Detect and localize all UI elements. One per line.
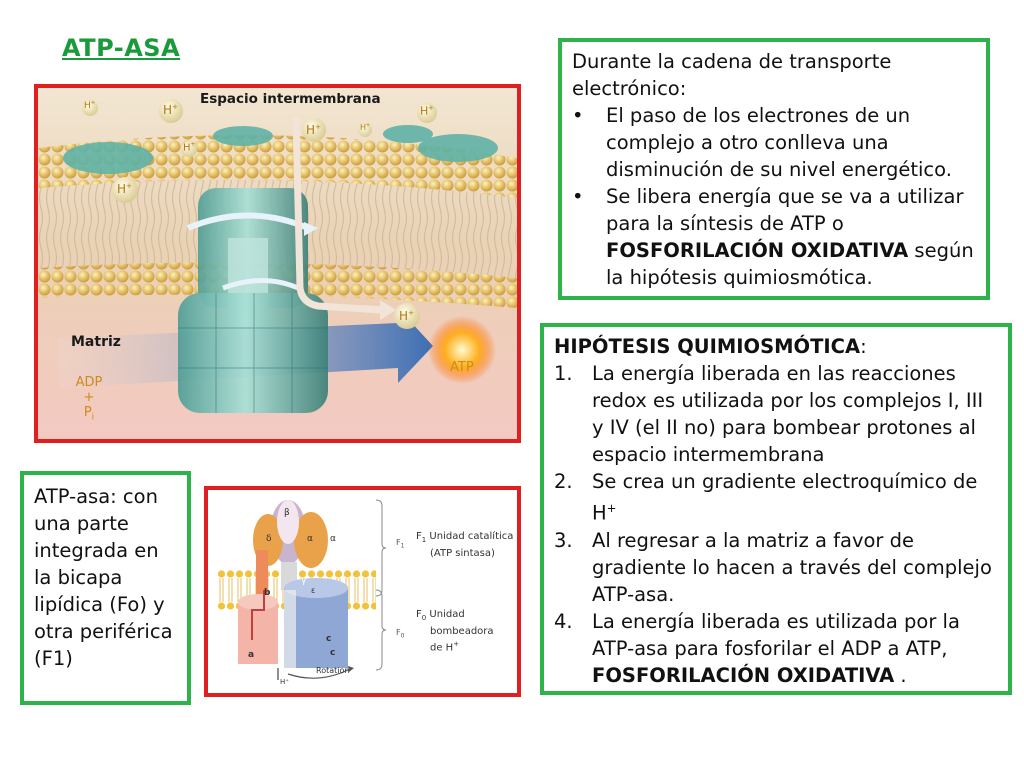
page-title: ATP-ASA bbox=[62, 34, 181, 62]
label-matrix: Matriz bbox=[71, 334, 121, 350]
hypothesis-heading: HIPÓTESIS QUIMIOSMÓTICA: bbox=[554, 335, 867, 358]
side-label-f0: F0 bbox=[396, 628, 405, 640]
label-alpha: α bbox=[307, 534, 313, 544]
transport-intro: Durante la cadena de transporte electrón… bbox=[572, 50, 892, 100]
hypothesis-item: 2.Se crea un gradiente electroquímico de… bbox=[554, 470, 978, 525]
label-a: a bbox=[248, 650, 255, 660]
label-plus: + bbox=[83, 390, 95, 405]
hypothesis-item: 1.La energía liberada en las reacciones … bbox=[554, 362, 984, 466]
membrane-illustration-panel: Espacio intermembrana Matriz ADP + Pi AT… bbox=[34, 84, 521, 443]
f0-unit-label: F0 Unidad bombeadora de H+ bbox=[416, 609, 494, 654]
bullet-item: •Se libera energía que se va a utilizar … bbox=[572, 185, 974, 289]
proton-spheres bbox=[82, 99, 437, 329]
proton-label: H+ bbox=[399, 308, 415, 323]
label-h-plus: H⁺ bbox=[280, 678, 289, 686]
label-pi: Pi bbox=[83, 405, 95, 423]
synthase-schematic bbox=[216, 499, 387, 680]
proton-label: H+ bbox=[360, 123, 371, 132]
label-epsilon: ε bbox=[311, 586, 316, 595]
proton-label: H+ bbox=[306, 122, 322, 137]
label-gamma: γ bbox=[301, 576, 307, 586]
label-c: c bbox=[326, 634, 332, 644]
atpasa-description: ATP-asa: con una parte integrada en la b… bbox=[34, 485, 173, 670]
synthase-schematic-panel: β δ α α γ ε b a c c Rotation H⁺ F1 F0 F1… bbox=[204, 486, 521, 697]
atpasa-description-box: ATP-asa: con una parte integrada en la b… bbox=[20, 471, 191, 705]
bullet-item: •El paso de los electrones de un complej… bbox=[572, 104, 952, 181]
chemiosmotic-hypothesis-box: HIPÓTESIS QUIMIOSMÓTICA: 1.La energía li… bbox=[540, 323, 1012, 695]
proton-label: H+ bbox=[183, 141, 196, 154]
label-atp: ATP bbox=[450, 360, 474, 375]
hypothesis-item: 3.Al regresar a la matriz a favor de gra… bbox=[554, 528, 992, 606]
proton-label: H+ bbox=[84, 100, 96, 111]
proton-label: H+ bbox=[420, 104, 434, 118]
label-alpha: α bbox=[330, 534, 336, 544]
proton-label: H+ bbox=[117, 181, 133, 196]
membrane-illustration bbox=[38, 88, 517, 439]
label-b: b bbox=[264, 588, 271, 598]
proton-label: H+ bbox=[163, 102, 179, 117]
label-adp: ADP bbox=[75, 375, 103, 390]
label-beta: β bbox=[284, 508, 290, 518]
f1-unit-label: F1 Unidad catalítica (ATP sintasa) bbox=[416, 531, 514, 559]
hypothesis-item: 4.La energía liberada es utilizada por l… bbox=[554, 609, 960, 687]
transport-chain-box: Durante la cadena de transporte electrón… bbox=[558, 38, 990, 300]
label-c: c bbox=[330, 648, 336, 658]
label-rotation: Rotation bbox=[316, 666, 350, 675]
side-label-f1: F1 bbox=[396, 538, 405, 550]
label-delta: δ bbox=[266, 534, 272, 544]
label-intermembrane-space: Espacio intermembrana bbox=[200, 91, 381, 107]
